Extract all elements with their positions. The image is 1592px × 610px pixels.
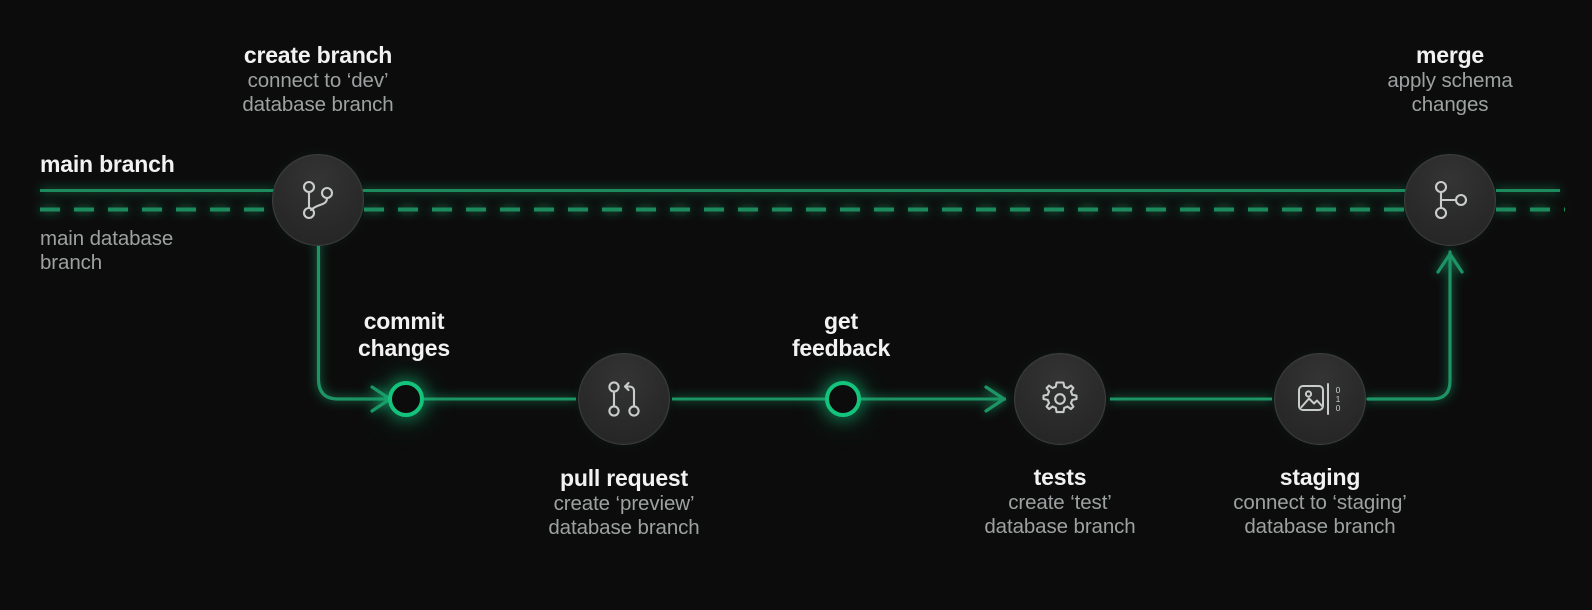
merge-sub-line2: changes (1411, 93, 1489, 117)
staging-sub-line1: connect to ‘staging’ (1233, 491, 1407, 515)
create-branch-sub-line2: database branch (242, 93, 394, 117)
staging-title: staging (1279, 464, 1361, 490)
get-feedback-node[interactable] (825, 381, 861, 417)
get-feedback-title-line2: feedback (791, 335, 891, 362)
pull-request-icon (608, 381, 640, 417)
get-feedback-label: get feedback (792, 308, 890, 362)
staging-sub-line2: database branch (1244, 515, 1396, 539)
merge-sub-line1: apply schema (1387, 69, 1513, 93)
tests-sub-line2: database branch (984, 515, 1136, 539)
image-binary-icon: 0 1 0 (1298, 383, 1341, 415)
commit-changes-label: commit changes (358, 308, 450, 362)
staging-label: staging connect to ‘staging’ database br… (1233, 464, 1407, 540)
create-branch-sub-line1: connect to ‘dev’ (247, 69, 389, 93)
staging-to-merge-connector (1366, 250, 1452, 401)
pull-request-node[interactable] (578, 353, 670, 445)
get-feedback-title-line1: get (824, 308, 858, 334)
main-database-branch-label-line2: branch (40, 251, 103, 275)
pull-request-label: pull request create ‘preview’ database b… (548, 465, 699, 541)
main-database-branch-label: main database branch (40, 227, 173, 275)
staging-node[interactable]: 0 1 0 (1274, 353, 1366, 445)
tests-title: tests (1033, 464, 1087, 490)
create-branch-label: create branch connect to ‘dev’ database … (242, 42, 393, 118)
gear-icon (1042, 381, 1078, 414)
arrowhead-into-merge (1436, 252, 1464, 274)
pull-request-sub-line1: create ‘preview’ (553, 492, 695, 516)
tests-sub-line1: create ‘test’ (1008, 491, 1112, 515)
arrowhead-into-tests (984, 385, 1006, 413)
commit-changes-title-line2: changes (358, 335, 450, 362)
pull-request-title: pull request (560, 465, 688, 491)
git-branch-icon (302, 180, 334, 220)
main-branch-label-text: main branch (40, 151, 175, 177)
svg-text:0: 0 (1336, 385, 1341, 395)
svg-text:1: 1 (1336, 394, 1341, 404)
create-branch-title: create branch (243, 42, 393, 68)
svg-text:0: 0 (1336, 403, 1341, 413)
create-branch-node[interactable] (272, 154, 364, 246)
tests-label: tests create ‘test’ database branch (984, 464, 1135, 540)
merge-title: merge (1415, 42, 1485, 68)
main-database-branch-label-line1: main database (40, 227, 174, 250)
merge-label: merge apply schema changes (1387, 42, 1512, 118)
git-merge-icon (1434, 180, 1468, 220)
main-branch-label: main branch (40, 151, 175, 178)
tests-node[interactable] (1014, 353, 1106, 445)
commit-changes-title-line1: commit (363, 308, 445, 334)
pull-request-sub-line2: database branch (548, 516, 700, 540)
merge-node[interactable] (1404, 154, 1496, 246)
commit-changes-node[interactable] (388, 381, 424, 417)
